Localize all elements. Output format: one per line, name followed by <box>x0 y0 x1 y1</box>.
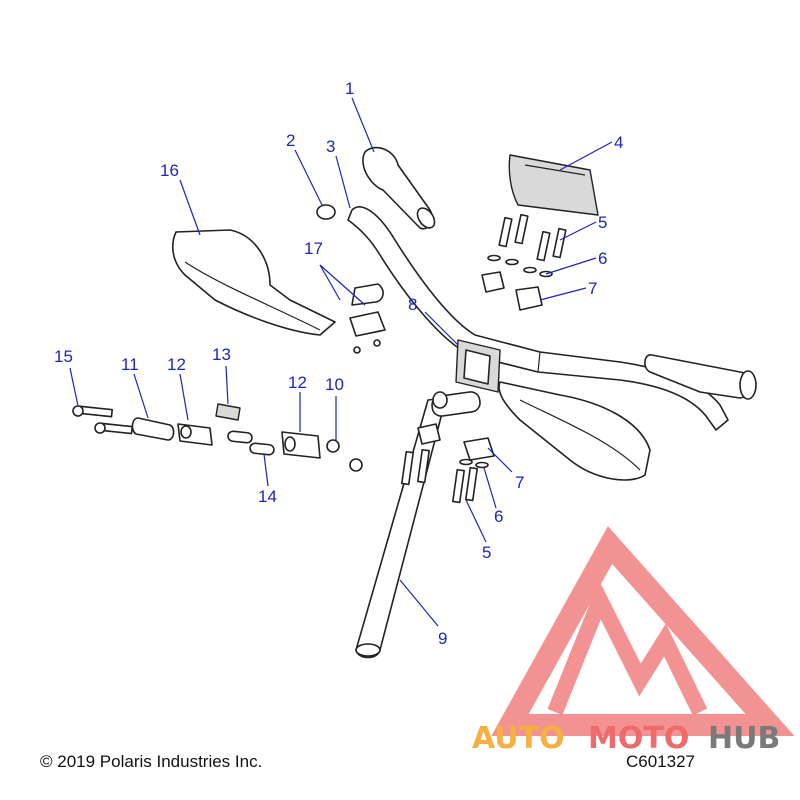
callout-3: 3 <box>326 137 335 156</box>
part-handlebar <box>347 206 729 431</box>
part-washers-upper <box>487 254 553 278</box>
part-plug <box>316 204 336 220</box>
callout-15: 15 <box>54 347 73 366</box>
callout-10: 10 <box>325 375 344 394</box>
watermark-hub: HUB <box>708 721 780 756</box>
callout-8: 8 <box>408 295 417 314</box>
part-handguard-right <box>498 381 651 481</box>
part-clamp-block <box>455 339 501 393</box>
figure-code: C601327 <box>626 752 696 771</box>
watermark-moto: MOTO <box>588 721 689 756</box>
callout-5-upper: 5 <box>598 213 607 232</box>
part-clamps-upper <box>481 271 543 311</box>
watermark-triangle <box>491 526 795 736</box>
part-mount-bracket <box>349 283 386 354</box>
copyright-notice: © 2019 Polaris Industries Inc. <box>40 752 263 771</box>
part-hardware-row-left <box>72 403 363 472</box>
callout-6-upper: 6 <box>598 249 607 268</box>
callout-1: 1 <box>345 79 354 98</box>
watermark-brand-text: AUTO MOTO HUB <box>472 721 780 756</box>
part-bolts-upper <box>498 213 567 262</box>
part-grip-left <box>362 146 436 230</box>
callout-2: 2 <box>286 131 295 150</box>
watermark-logo <box>491 526 795 736</box>
callout-12-right: 12 <box>288 373 307 392</box>
callouts: 1 2 3 4 5 6 7 8 9 10 11 12 12 13 14 15 1… <box>54 79 623 648</box>
callout-9: 9 <box>438 629 447 648</box>
part-post-hardware <box>401 423 495 504</box>
part-grip-right <box>644 354 757 400</box>
callout-4: 4 <box>614 133 623 152</box>
callout-16: 16 <box>160 161 179 180</box>
callout-11: 11 <box>121 355 139 374</box>
callout-7-upper: 7 <box>588 279 597 298</box>
part-cover <box>508 154 599 216</box>
callout-13: 13 <box>212 345 231 364</box>
callout-12-left: 12 <box>167 355 186 374</box>
callout-7-lower: 7 <box>515 473 524 492</box>
callout-6-lower: 6 <box>494 507 503 526</box>
callout-5-lower: 5 <box>482 543 491 562</box>
watermark-m-shape <box>547 580 708 716</box>
leader-lines <box>69 97 613 627</box>
watermark-auto: AUTO <box>472 721 565 756</box>
part-handguard-left <box>171 229 336 336</box>
callout-17: 17 <box>304 239 323 258</box>
callout-14: 14 <box>258 487 277 506</box>
